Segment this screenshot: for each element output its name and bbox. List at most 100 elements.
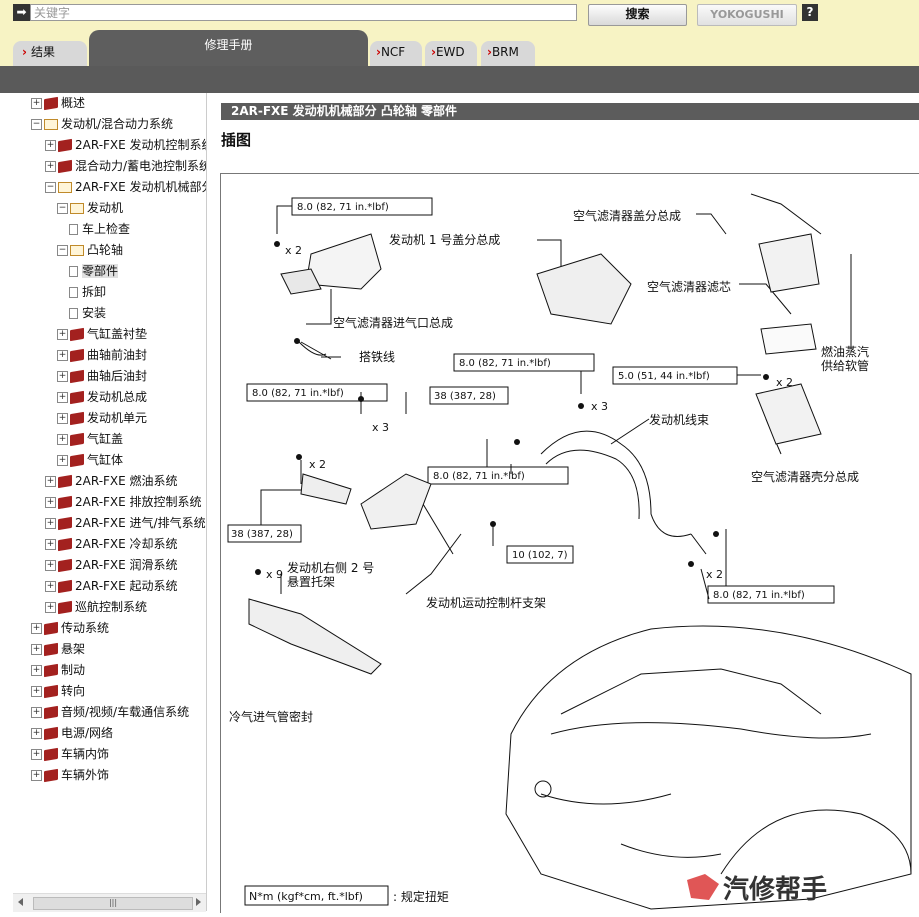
scroll-thumb[interactable]: ||| bbox=[33, 897, 193, 910]
tree-item[interactable]: 车上检查 bbox=[69, 220, 130, 240]
expand-icon[interactable]: + bbox=[57, 371, 68, 382]
torque-box bbox=[453, 353, 595, 372]
parts-diagram: 8.0 (82, 71 in.*lbf) 8.0 (82, 71 in.*lbf… bbox=[220, 173, 919, 913]
tree-item[interactable]: +音频/视频/车载通信系统 bbox=[31, 703, 189, 723]
tree-item[interactable]: 零部件 bbox=[69, 262, 119, 282]
tree-item[interactable]: +2AR-FXE 进气/排气系统 bbox=[45, 514, 206, 534]
tree-item[interactable]: +混合动力/蓄电池控制系统 bbox=[45, 157, 206, 177]
torque-label: 38 (387, 28) bbox=[231, 529, 293, 540]
collapse-icon[interactable]: − bbox=[45, 182, 56, 193]
tree-item[interactable]: − 发动机 bbox=[57, 199, 123, 219]
help-icon[interactable]: ? bbox=[802, 4, 818, 21]
expand-icon[interactable]: + bbox=[31, 623, 42, 634]
expand-icon[interactable]: + bbox=[31, 728, 42, 739]
tree-item[interactable]: +2AR-FXE 润滑系统 bbox=[45, 556, 178, 576]
legend-text: : 规定扭矩 bbox=[393, 889, 449, 904]
expand-icon[interactable]: + bbox=[45, 140, 56, 151]
tree-item[interactable]: +悬架 bbox=[31, 640, 85, 660]
tree-item[interactable]: +电源/网络 bbox=[31, 724, 113, 744]
expand-icon[interactable]: + bbox=[31, 686, 42, 697]
expand-icon[interactable]: + bbox=[31, 707, 42, 718]
expand-icon[interactable]: + bbox=[57, 434, 68, 445]
expand-icon[interactable]: + bbox=[45, 539, 56, 550]
tree-item[interactable]: + 发动机总成 bbox=[57, 388, 147, 408]
expand-icon[interactable]: + bbox=[45, 518, 56, 529]
search-input[interactable]: 关键字 bbox=[30, 4, 577, 21]
tree-item[interactable]: +转向 bbox=[31, 682, 85, 702]
expand-icon[interactable]: + bbox=[57, 329, 68, 340]
book-icon bbox=[70, 327, 84, 342]
tree-item[interactable]: +2AR-FXE 排放控制系统 bbox=[45, 493, 202, 513]
expand-icon[interactable]: + bbox=[45, 602, 56, 613]
tree-item-label: 凸轮轴 bbox=[87, 243, 124, 257]
expand-icon[interactable]: + bbox=[31, 644, 42, 655]
book-icon bbox=[44, 621, 58, 636]
expand-icon[interactable]: + bbox=[45, 581, 56, 592]
horizontal-scrollbar[interactable]: ||| bbox=[13, 893, 206, 912]
expand-icon[interactable]: + bbox=[45, 161, 56, 172]
collapse-icon[interactable]: − bbox=[57, 203, 68, 214]
tab-ncf[interactable]: ›NCF bbox=[370, 41, 422, 66]
part-label: 空气滤清器盖分总成 bbox=[573, 208, 681, 223]
expand-icon[interactable]: + bbox=[45, 497, 56, 508]
tree-item[interactable]: +传动系统 bbox=[31, 619, 109, 639]
expand-icon[interactable]: + bbox=[31, 749, 42, 760]
tree-item[interactable]: +2AR-FXE 发动机控制系统 bbox=[45, 136, 206, 156]
tree-item[interactable]: +2AR-FXE 冷却系统 bbox=[45, 535, 178, 555]
tree-item[interactable]: − 凸轮轴 bbox=[57, 241, 123, 261]
expand-icon[interactable]: + bbox=[57, 455, 68, 466]
part-label: 燃油蒸汽 bbox=[821, 344, 869, 359]
tree-item[interactable]: −2AR-FXE 发动机机械部分 bbox=[45, 178, 206, 198]
tree-item[interactable]: 安装 bbox=[69, 304, 106, 324]
tab-brm[interactable]: ›BRM bbox=[481, 41, 535, 66]
tree-item[interactable]: +气缸盖衬垫 bbox=[57, 325, 147, 345]
tree-item[interactable]: 拆卸 bbox=[69, 283, 106, 303]
torque-label: 38 (387, 28) bbox=[434, 391, 496, 402]
sidebar-tree: +概述−发动机/混合动力系统+2AR-FXE 发动机控制系统+混合动力/蓄电池控… bbox=[13, 93, 207, 911]
tree-item[interactable]: +曲轴后油封 bbox=[57, 367, 147, 387]
collapse-icon[interactable]: − bbox=[31, 119, 42, 130]
tab-ewd[interactable]: ›EWD bbox=[425, 41, 477, 66]
tree-item[interactable]: + 车辆内饰 bbox=[31, 745, 109, 765]
tab-results[interactable]: ›结果 bbox=[13, 41, 87, 66]
tree-item-label: 制动 bbox=[61, 663, 86, 677]
tree-item[interactable]: +车辆外饰 bbox=[31, 766, 109, 786]
tree-item[interactable]: +2AR-FXE 起动系统 bbox=[45, 577, 178, 597]
expand-icon[interactable]: + bbox=[31, 665, 42, 676]
torque-label: 8.0 (82, 71 in.*lbf) bbox=[459, 358, 551, 369]
tree-item-label: 2AR-FXE 排放控制系统 bbox=[75, 495, 202, 509]
tree-item[interactable]: +巡航控制系统 bbox=[45, 598, 147, 618]
tree-item-label: 安装 bbox=[82, 306, 107, 320]
expand-icon[interactable]: + bbox=[45, 476, 56, 487]
expand-icon[interactable]: + bbox=[31, 98, 42, 109]
tree-item[interactable]: +气缸体 bbox=[57, 451, 123, 471]
count-label: x 2 bbox=[309, 458, 326, 471]
search-button[interactable]: 搜索 bbox=[588, 4, 687, 26]
tree-item-label: 车辆内饰 bbox=[61, 747, 110, 761]
tree-item-label: 发动机总成 bbox=[87, 390, 148, 404]
tree-item[interactable]: +发动机单元 bbox=[57, 409, 147, 429]
tree-item[interactable]: +曲轴前油封 bbox=[57, 346, 147, 366]
book-icon bbox=[58, 474, 72, 489]
tree-item-label: 2AR-FXE 起动系统 bbox=[75, 579, 178, 593]
scroll-right-icon[interactable] bbox=[196, 898, 201, 906]
expand-icon[interactable]: + bbox=[57, 350, 68, 361]
expand-icon[interactable]: + bbox=[57, 392, 68, 403]
part-label: 空气滤清器壳分总成 bbox=[751, 469, 859, 484]
tree-item[interactable]: +2AR-FXE 燃油系统 bbox=[45, 472, 178, 492]
collapse-icon[interactable]: − bbox=[57, 245, 68, 256]
yokogushi-button[interactable]: YOKOGUSHI bbox=[697, 4, 797, 26]
tree-item[interactable]: +概述 bbox=[31, 94, 85, 114]
scroll-left-icon[interactable] bbox=[18, 898, 23, 906]
expand-icon[interactable]: + bbox=[45, 560, 56, 571]
tree-item[interactable]: +气缸盖 bbox=[57, 430, 123, 450]
torque-label: 8.0 (82, 71 in.*lbf) bbox=[252, 388, 344, 399]
tab-repair-manual[interactable]: 修理手册 bbox=[89, 30, 368, 66]
tree-item[interactable]: + 制动 bbox=[31, 661, 85, 681]
tree-item-label: 发动机 bbox=[87, 201, 124, 215]
expand-icon[interactable]: + bbox=[31, 770, 42, 781]
tree-item[interactable]: −发动机/混合动力系统 bbox=[31, 115, 173, 135]
expand-icon[interactable]: + bbox=[57, 413, 68, 424]
chevron-right-icon: › bbox=[22, 45, 27, 59]
book-icon bbox=[58, 138, 72, 153]
